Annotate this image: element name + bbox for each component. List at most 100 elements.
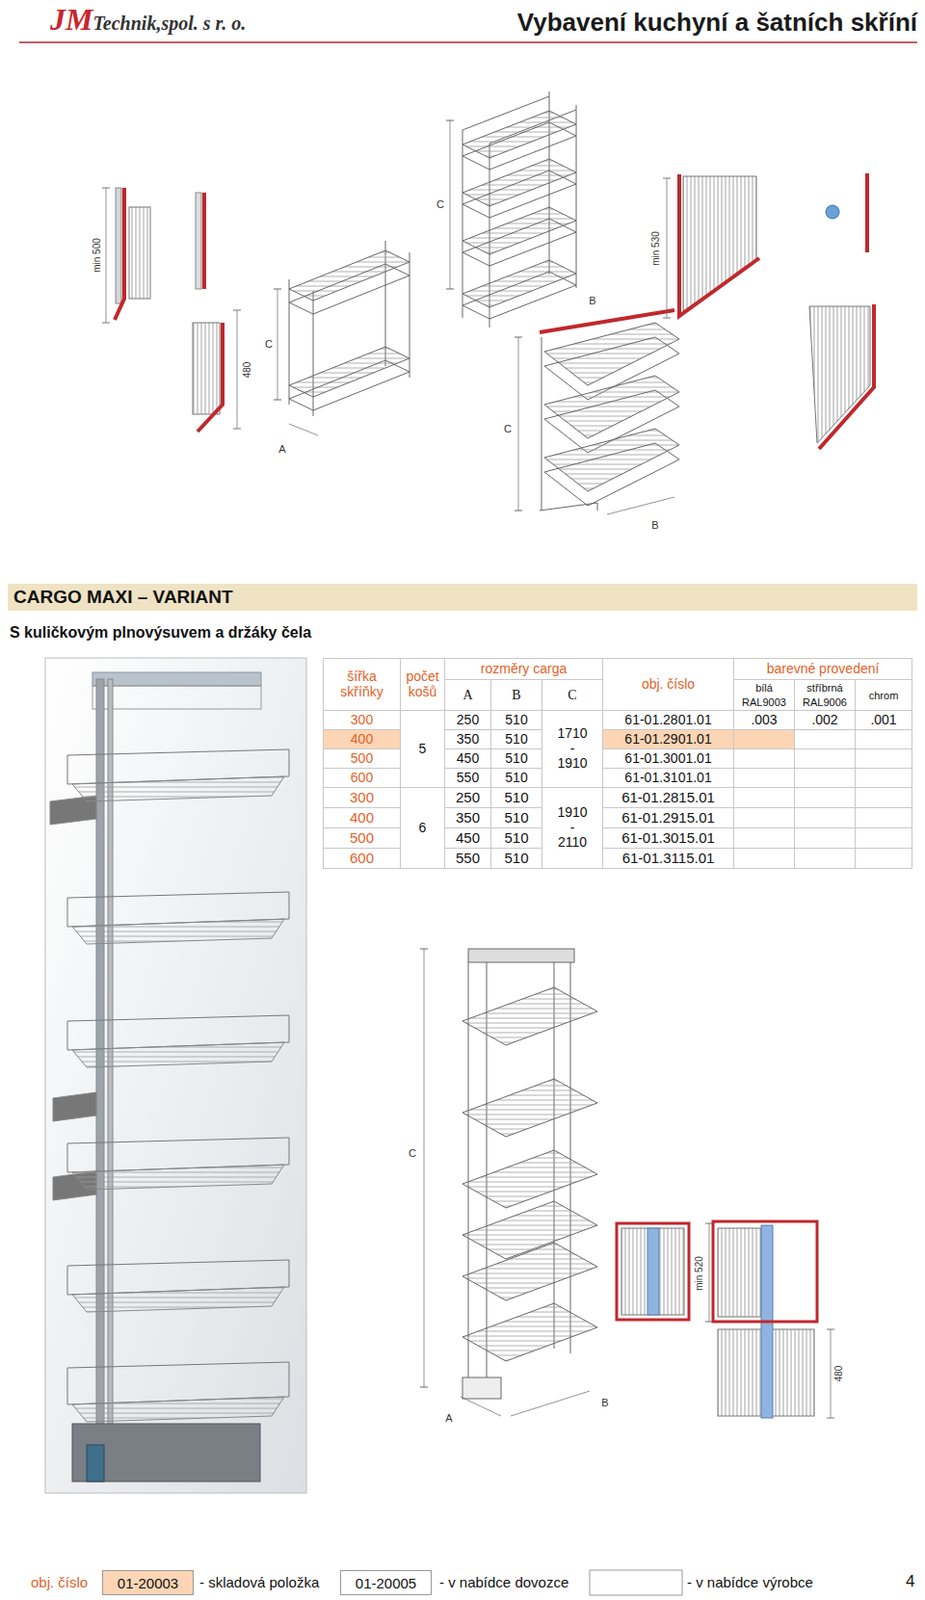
corner-basket-drawing bbox=[544, 322, 680, 386]
plan-bottom bbox=[713, 1221, 818, 1322]
cargo-tall-drawing bbox=[446, 289, 454, 291]
table-cell: 61-01.2815.01 bbox=[603, 787, 735, 808]
cargo-small-drawing bbox=[277, 289, 279, 400]
cargo-small-drawing bbox=[289, 250, 410, 301]
dimension: C bbox=[435, 198, 446, 212]
plan-left-top bbox=[197, 322, 223, 432]
dimension: B bbox=[587, 294, 597, 308]
cell-text: 61-01.2815.01 bbox=[621, 789, 715, 806]
plan-bottom bbox=[826, 1418, 835, 1420]
plan-right-top bbox=[809, 306, 871, 444]
table-cell: 510 bbox=[491, 767, 543, 788]
page-title: Vybavení kuchyní a šatních skříní bbox=[517, 7, 918, 38]
dimension: B bbox=[650, 519, 660, 532]
corner-basket-drawing bbox=[518, 337, 520, 511]
cargo-maxi-drawing bbox=[420, 949, 428, 951]
table-cell: 510 bbox=[491, 748, 543, 768]
table-cell: 510 bbox=[491, 710, 543, 730]
cargo-photo bbox=[52, 1092, 97, 1122]
footer-empty-box bbox=[589, 1570, 683, 1596]
table-row: 500 450 510 61-01.3001.01 bbox=[323, 748, 913, 768]
dimension: C bbox=[407, 1147, 418, 1161]
logo-text: Technik,spol. s r. o. bbox=[92, 12, 246, 35]
cell-text: 400 bbox=[350, 731, 373, 747]
table-cell: 450 bbox=[445, 748, 492, 768]
cargo-maxi-drawing bbox=[510, 1391, 590, 1417]
table-cell: 500 bbox=[323, 827, 401, 848]
cargo-maxi-drawing bbox=[420, 1387, 428, 1389]
plan-left-top bbox=[202, 192, 207, 290]
cell-text: 1910 - 2110 bbox=[556, 805, 587, 850]
cargo-maxi-drawing bbox=[462, 1242, 598, 1301]
cell-text: 450 bbox=[455, 829, 480, 846]
empty-cell bbox=[794, 748, 856, 768]
cell-text: .002 bbox=[811, 712, 838, 728]
table-cell: 400 bbox=[323, 807, 401, 828]
cargo-small-drawing bbox=[273, 289, 282, 291]
cargo-photo bbox=[72, 1042, 285, 1068]
table-row: 30062505101910 - 211061-01.2815.01 bbox=[323, 787, 913, 808]
cell-text: obj. číslo bbox=[641, 676, 695, 692]
cell-text: šířka skříňky bbox=[340, 668, 383, 700]
table-cell: obj. číslo bbox=[603, 659, 735, 712]
cell-text: 510 bbox=[504, 731, 528, 747]
empty-cell bbox=[794, 807, 856, 828]
table-cell: stříbrná RAL9006 bbox=[794, 680, 856, 712]
cargo-maxi-drawing bbox=[462, 987, 598, 1046]
cell-text: 510 bbox=[503, 849, 529, 867]
cargo-tall-drawing bbox=[576, 105, 578, 289]
table-cell: 550 bbox=[445, 767, 492, 788]
node-text: 01-20003 bbox=[117, 1575, 179, 1592]
table-cell: 350 bbox=[445, 729, 492, 749]
cell-text: 510 bbox=[503, 789, 529, 806]
table-row: 50045051061-01.3015.01 bbox=[323, 827, 913, 848]
table-cell: 61-01.3001.01 bbox=[603, 748, 735, 768]
corner-basket-drawing bbox=[544, 375, 680, 439]
dimension: min 530 bbox=[650, 230, 662, 267]
table-cell: 510 bbox=[491, 827, 543, 848]
cargo-tall-drawing bbox=[462, 130, 464, 318]
logo-mark: JM bbox=[50, 1, 93, 38]
cargo-photo bbox=[72, 1397, 285, 1423]
cell-text: .003 bbox=[750, 712, 777, 728]
table-cell: 250 bbox=[445, 787, 492, 808]
empty-cell bbox=[855, 787, 913, 808]
cell-text: 510 bbox=[504, 750, 528, 767]
dimension: 480 bbox=[241, 361, 254, 380]
cargo-photo bbox=[86, 1445, 105, 1482]
cell-text: 500 bbox=[350, 750, 373, 767]
footer-text: - v nabídce dovozce bbox=[439, 1574, 569, 1591]
cell-text: 300 bbox=[350, 712, 373, 728]
plan-right-top bbox=[825, 205, 840, 219]
cargo-photo bbox=[72, 1424, 261, 1482]
table-cell: .002 bbox=[794, 710, 856, 730]
cell-text: .001 bbox=[870, 712, 897, 728]
corner-basket-drawing bbox=[544, 443, 680, 506]
cell-text: 350 bbox=[456, 731, 479, 747]
table-cell: 550 bbox=[445, 847, 492, 869]
subtitle: S kuličkovým plnovýsuvem a držáky čela bbox=[9, 624, 312, 642]
dimension: C bbox=[264, 338, 274, 351]
plan-bottom bbox=[616, 1221, 835, 1419]
plan-left-top bbox=[102, 187, 241, 432]
header-rule bbox=[19, 41, 918, 44]
footer-code-box: 01-20005 bbox=[340, 1570, 432, 1596]
dimension: C bbox=[502, 422, 513, 436]
dimension: min 520 bbox=[693, 1255, 706, 1293]
table-row: 60055051061-01.3115.01 bbox=[323, 847, 913, 869]
plan-bottom bbox=[621, 1228, 685, 1316]
cell-text: 510 bbox=[503, 829, 529, 846]
cargo-maxi-drawing bbox=[462, 1079, 598, 1137]
dimension: A bbox=[277, 443, 287, 456]
node-text: 01-20005 bbox=[355, 1575, 417, 1592]
table-cell: 500 bbox=[323, 748, 401, 768]
plan-left-top bbox=[237, 310, 238, 429]
table-cell: 510 bbox=[491, 847, 543, 869]
empty-cell bbox=[734, 767, 795, 788]
table-cell: 5 bbox=[400, 710, 446, 788]
cargo-photo bbox=[72, 776, 285, 802]
plan-right-top bbox=[819, 304, 874, 450]
corner-basket-drawing bbox=[541, 337, 543, 511]
empty-cell bbox=[855, 748, 913, 768]
empty-cell bbox=[734, 787, 795, 808]
